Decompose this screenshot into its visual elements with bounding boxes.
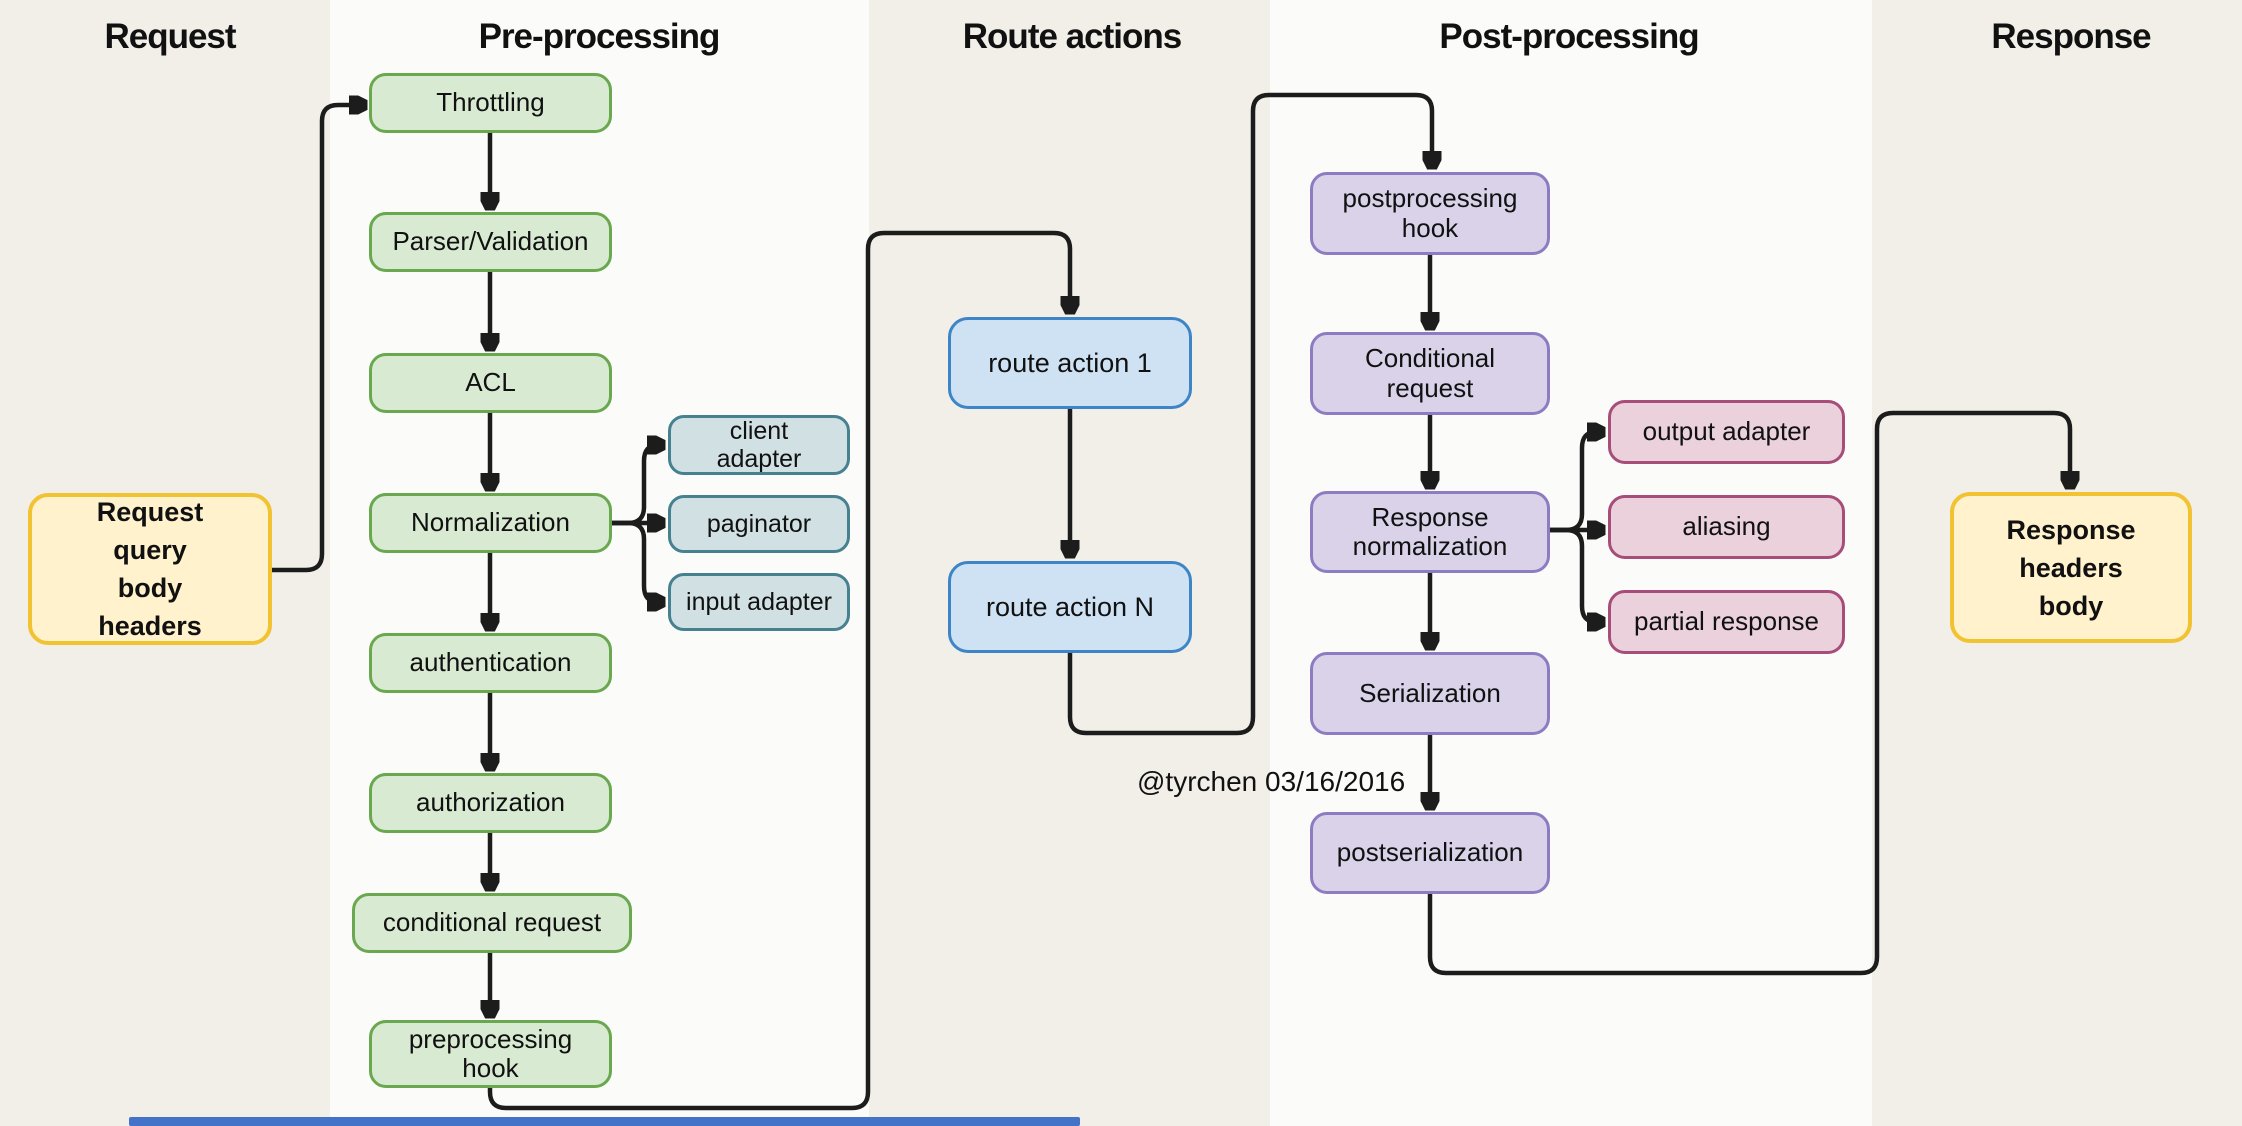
node-normalization-label: Normalization: [411, 507, 570, 538]
node-throttling: Throttling: [369, 73, 612, 133]
node-output-adapter-label: output adapter: [1642, 416, 1811, 447]
node-response-label: Response headers body: [2006, 514, 2136, 621]
node-parser-validation: Parser/Validation: [369, 212, 612, 272]
node-conditional-request-pre-label: conditional request: [382, 907, 602, 938]
node-conditional-request-pre: conditional request: [352, 893, 632, 953]
node-authentication: authentication: [369, 633, 612, 693]
edge-route-action-n-to-postprocessing-hook: [1067, 92, 1432, 736]
node-partial-response: partial response: [1608, 590, 1845, 654]
edge-normalization-to-client-adapter: [609, 445, 660, 526]
header-route-actions: Route actions: [962, 17, 1182, 56]
node-output-adapter: output adapter: [1608, 400, 1845, 464]
edge-normalization-to-input-adapter: [609, 520, 660, 602]
node-response: Response headers body: [1950, 492, 2192, 643]
edge-postserialization-to-response: [1427, 410, 2070, 976]
node-serialization: Serialization: [1310, 652, 1550, 735]
node-response-normalization-label: Response normalization: [1352, 501, 1508, 561]
bottom-blue-bar: [129, 1117, 1080, 1126]
node-route-action-n: route action N: [948, 561, 1192, 653]
node-paginator: paginator: [668, 495, 850, 553]
node-input-adapter: input adapter: [668, 573, 850, 631]
node-request: Request query body headers: [28, 493, 272, 645]
header-post-processing: Post-processing: [1439, 17, 1699, 56]
node-acl: ACL: [369, 353, 612, 413]
node-conditional-request-post: Conditional request: [1310, 332, 1550, 415]
node-route-action-n-label: route action N: [985, 591, 1155, 622]
node-paginator-label: paginator: [706, 510, 812, 538]
node-preprocessing-hook: preprocessing hook: [369, 1020, 612, 1088]
attribution-text: @tyrchen 03/16/2016: [1137, 766, 1406, 797]
node-client-adapter: client adapter: [668, 415, 850, 475]
node-parser-validation-label: Parser/Validation: [392, 226, 589, 257]
edge-request-to-throttling: [269, 105, 362, 573]
node-postprocessing-hook: postprocessing hook: [1310, 172, 1550, 255]
node-partial-response-label: partial response: [1634, 606, 1819, 637]
node-aliasing: aliasing: [1608, 495, 1845, 559]
node-throttling-label: Throttling: [436, 87, 545, 118]
node-authorization-label: authorization: [416, 787, 565, 818]
node-route-action-1: route action 1: [948, 317, 1192, 409]
node-authorization: authorization: [369, 773, 612, 833]
node-authentication-label: authentication: [409, 647, 572, 678]
edge-response-normalization-to-partial-response: [1547, 527, 1600, 622]
header-response: Response: [1991, 17, 2151, 56]
node-response-normalization: Response normalization: [1310, 491, 1550, 573]
node-route-action-1-label: route action 1: [988, 347, 1152, 378]
node-preprocessing-hook-label: preprocessing hook: [408, 1023, 573, 1083]
edge-response-normalization-to-output-adapter: [1547, 432, 1600, 533]
header-request: Request: [104, 17, 236, 56]
header-pre-processing: Pre-processing: [478, 17, 721, 56]
edge-preprocessing-hook-to-route-action-1: [487, 230, 1070, 1111]
node-serialization-label: Serialization: [1359, 677, 1501, 708]
node-request-label: Request query body headers: [96, 497, 204, 641]
node-postserialization-label: postserialization: [1336, 837, 1524, 868]
node-client-adapter-label: client adapter: [716, 417, 802, 473]
node-postserialization: postserialization: [1310, 812, 1550, 894]
node-acl-label: ACL: [465, 367, 516, 398]
node-input-adapter-label: input adapter: [686, 588, 832, 616]
node-normalization: Normalization: [369, 493, 612, 553]
node-postprocessing-hook-label: postprocessing hook: [1342, 183, 1518, 243]
node-conditional-request-post-label: Conditional request: [1364, 343, 1496, 403]
node-aliasing-label: aliasing: [1682, 511, 1771, 542]
